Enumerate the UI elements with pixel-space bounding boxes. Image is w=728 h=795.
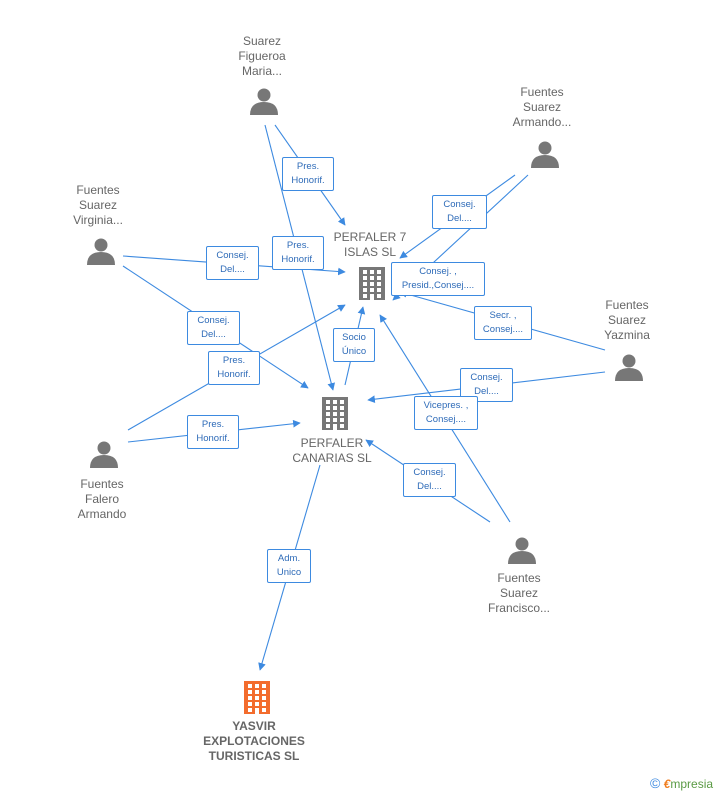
node-label-p-francisco[interactable]: Fuentes Suarez Francisco...: [487, 571, 550, 615]
edge-label[interactable]: Consej. , Presid.,Consej....: [391, 262, 485, 296]
edge-label[interactable]: Pres. Honorif.: [282, 157, 334, 191]
edge-label[interactable]: Secr. , Consej....: [474, 306, 532, 340]
person-icon-p-francisco[interactable]: [508, 537, 536, 565]
person-icon-p-virginia[interactable]: [87, 238, 115, 266]
edge-label[interactable]: Consej. Del....: [206, 246, 259, 280]
person-icon-p-falero[interactable]: [90, 441, 118, 469]
node-label-p-yazmina[interactable]: Fuentes Suarez Yazmina: [604, 298, 650, 342]
edge-label[interactable]: Pres. Honorif.: [208, 351, 260, 385]
edge-label[interactable]: Pres. Honorif.: [272, 236, 324, 270]
edge-label[interactable]: Pres. Honorif.: [187, 415, 239, 449]
building-icon-c-islas[interactable]: [359, 267, 385, 300]
node-label-p-figueroa[interactable]: Suarez Figueroa Maria...: [238, 34, 286, 78]
footer-brand: © €mpresia: [650, 775, 713, 791]
node-label-p-virginia[interactable]: Fuentes Suarez Virginia...: [73, 183, 123, 227]
node-label-p-falero[interactable]: Fuentes Falero Armando: [77, 477, 127, 521]
edge-label[interactable]: Consej. Del....: [403, 463, 456, 497]
edge-label[interactable]: Adm. Unico: [267, 549, 311, 583]
node-label-c-yasvir[interactable]: YASVIR EXPLOTACIONES TURISTICAS SL: [203, 719, 305, 763]
node-label-c-islas[interactable]: PERFALER 7 ISLAS SL: [333, 230, 407, 259]
brand-name: mpresia: [670, 777, 714, 791]
node-label-p-armando[interactable]: Fuentes Suarez Armando...: [512, 85, 572, 129]
node-label-c-canarias[interactable]: PERFALER CANARIAS SL: [292, 436, 372, 465]
edge-label[interactable]: Vicepres. , Consej....: [414, 396, 478, 430]
edge-label[interactable]: Consej. Del....: [432, 195, 487, 229]
person-icon-p-figueroa[interactable]: [250, 88, 278, 116]
person-icon-p-armando[interactable]: [531, 141, 559, 169]
person-icon-p-yazmina[interactable]: [615, 354, 643, 382]
edge-label[interactable]: Consej. Del....: [187, 311, 240, 345]
edge-label[interactable]: Socio Único: [333, 328, 375, 362]
building-icon-c-canarias[interactable]: [322, 397, 348, 430]
icons-layer: [87, 88, 643, 714]
building-icon-c-yasvir[interactable]: [244, 681, 270, 714]
copyright-icon: ©: [650, 775, 661, 791]
brand-logo-letter: €: [663, 777, 671, 791]
